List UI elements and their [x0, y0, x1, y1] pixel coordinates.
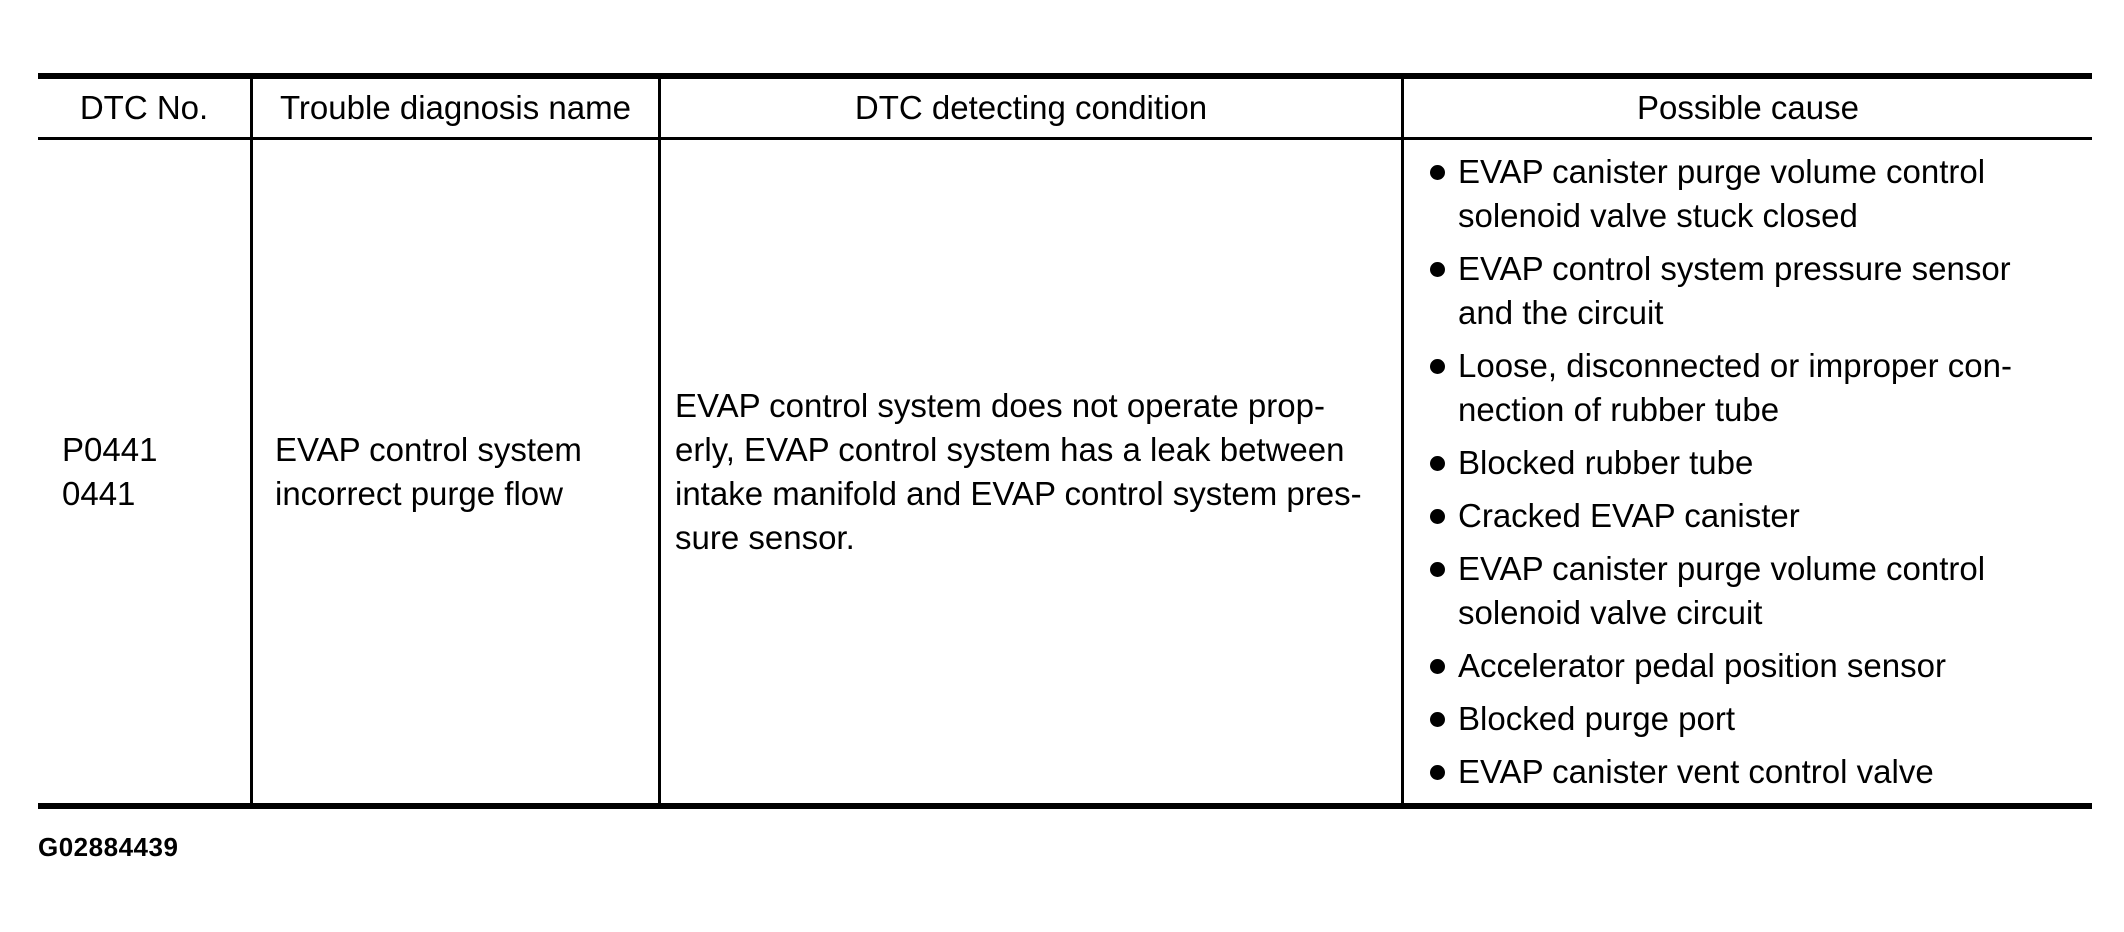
cause-text: Cracked EVAP canister: [1458, 497, 1800, 534]
header-trouble-diagnosis-name-label: Trouble diagnosis name: [280, 89, 631, 126]
header-dtc-detecting-condition: DTC detecting condition: [658, 79, 1401, 140]
bullet-icon: [1430, 712, 1445, 727]
list-item: Accelerator pedal position sensor: [1430, 644, 2084, 688]
header-trouble-diagnosis-name: Trouble diagnosis name: [250, 79, 658, 140]
cause-text: EVAP control system pressure sensor and …: [1458, 250, 2011, 331]
header-possible-cause-label: Possible cause: [1637, 89, 1859, 126]
cause-text: EVAP canister vent control valve: [1458, 753, 1934, 790]
dtc-table: DTC No. Trouble diagnosis name DTC detec…: [38, 73, 2092, 809]
bullet-icon: [1430, 262, 1445, 277]
list-item: EVAP canister purge volume control solen…: [1430, 547, 2084, 635]
list-item: Blocked purge port: [1430, 697, 2084, 741]
bullet-icon: [1430, 456, 1445, 471]
figure-id: G02884439: [38, 832, 179, 862]
dtc-no-value: P0441 0441: [62, 430, 158, 512]
cell-possible-cause: EVAP canister purge volume control solen…: [1401, 140, 2092, 803]
cause-text: EVAP canister purge volume control solen…: [1458, 550, 1986, 631]
bullet-icon: [1430, 659, 1445, 674]
bullet-icon: [1430, 165, 1445, 180]
cell-dtc-detecting-condition: EVAP control system does not operate pro…: [658, 140, 1401, 803]
cell-dtc-no: P0441 0441: [38, 140, 250, 803]
trouble-diagnosis-name-value: EVAP control system incorrect purge flow: [275, 430, 582, 512]
bullet-icon: [1430, 562, 1445, 577]
list-item: Loose, disconnected or improper con- nec…: [1430, 344, 2084, 432]
list-item: EVAP control system pressure sensor and …: [1430, 247, 2084, 335]
header-dtc-detecting-condition-label: DTC detecting condition: [854, 89, 1208, 126]
header-dtc-no: DTC No.: [38, 79, 250, 140]
list-item: EVAP canister purge volume control solen…: [1430, 150, 2084, 238]
list-item: Blocked rubber tube: [1430, 441, 2084, 485]
dtc-detecting-condition-value: EVAP control system does not operate pro…: [675, 386, 1362, 556]
cause-text: Blocked rubber tube: [1458, 444, 1754, 481]
bullet-icon: [1430, 509, 1445, 524]
bullet-icon: [1430, 359, 1445, 374]
list-item: Cracked EVAP canister: [1430, 494, 2084, 538]
cause-text: Accelerator pedal position sensor: [1458, 647, 1946, 684]
cause-text: EVAP canister purge volume control solen…: [1458, 153, 1986, 234]
possible-cause-list: EVAP canister purge volume control solen…: [1430, 150, 2084, 794]
header-possible-cause: Possible cause: [1401, 79, 2092, 140]
header-dtc-no-label: DTC No.: [79, 89, 209, 126]
list-item: EVAP canister vent control valve: [1430, 750, 2084, 794]
bullet-icon: [1430, 765, 1445, 780]
cause-text: Blocked purge port: [1458, 700, 1736, 737]
cell-trouble-diagnosis-name: EVAP control system incorrect purge flow: [250, 140, 658, 803]
cause-text: Loose, disconnected or improper con- nec…: [1458, 347, 2012, 428]
